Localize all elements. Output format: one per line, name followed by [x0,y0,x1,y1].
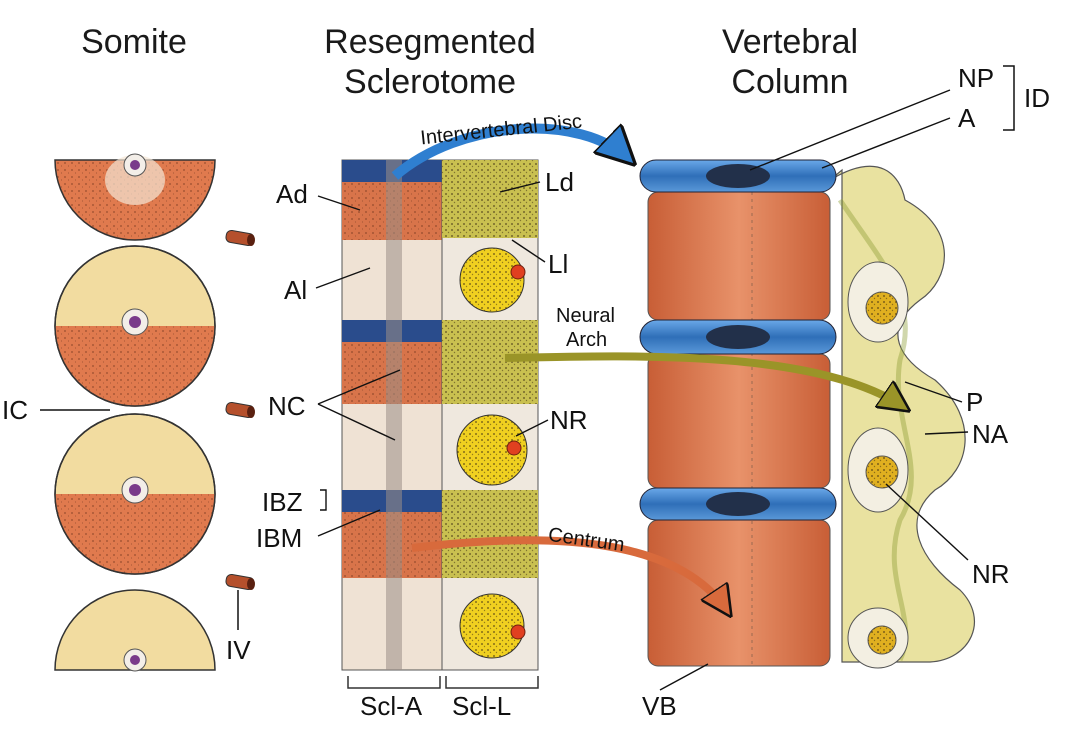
label-np: NP [958,63,995,93]
label-vb: VB [642,691,677,721]
label-ic: IC [2,395,28,425]
somite-2 [54,245,216,407]
somite-bottom-partial [54,589,216,672]
label-na: NA [972,419,1009,449]
label-nr-mid: NR [550,405,588,435]
label-iv: IV [226,635,251,665]
nerve-root [456,414,528,486]
scl-a-bracket [347,676,441,689]
nerve-root [459,247,526,313]
label-ld: Ld [545,167,574,197]
notochord [386,160,402,670]
label-nc: NC [268,391,306,421]
intersomitic-vessel [225,573,255,591]
centrum-arrow [411,536,728,612]
label-scl-l: Scl-L [452,691,512,721]
somite-top-half [54,153,216,241]
sclerotome-column [315,159,549,689]
foramen-nerve-root [847,427,909,513]
nerve-root [459,593,526,659]
somite-column [40,153,255,672]
header-column-line1: Vertebral [721,23,859,61]
intersomitic-vessel [225,401,255,419]
intervertebral-disc [639,159,837,193]
label-scl-a: Scl-A [360,691,423,721]
label-id: ID [1024,83,1050,113]
header-sclerotome-line1: Resegmented [324,23,536,61]
label-neural-arch-line1: Neural [556,305,615,327]
id-bracket [1003,65,1015,131]
label-neural-arch-line2: Arch [566,329,608,351]
header-somite: Somite [81,23,187,61]
somite-3 [54,413,216,575]
label-a: A [958,103,976,133]
foramen-nerve-root [847,261,909,343]
label-nr-right: NR [972,559,1010,589]
label-al: Al [284,275,308,305]
label-ibz: IBZ [262,487,303,517]
label-ad: Ad [276,179,308,209]
label-ibm: IBM [256,523,303,553]
neural-arch-arrow [504,352,905,408]
intervertebral-disc-arrow [391,128,630,180]
header-sclerotome-line2: Sclerotome [344,63,516,101]
header-column-line2: Column [731,63,849,101]
vertebral-body [647,519,831,667]
label-ll: Ll [548,249,569,279]
foramen-nerve-root [847,607,909,669]
intersomitic-vessel [225,229,255,247]
intervertebral-disc [639,487,837,521]
vertebral-body [647,191,831,321]
label-p: P [966,387,984,417]
intervertebral-disc [639,319,837,355]
scl-l-bracket [445,676,539,689]
vertebral-column [639,65,1015,691]
